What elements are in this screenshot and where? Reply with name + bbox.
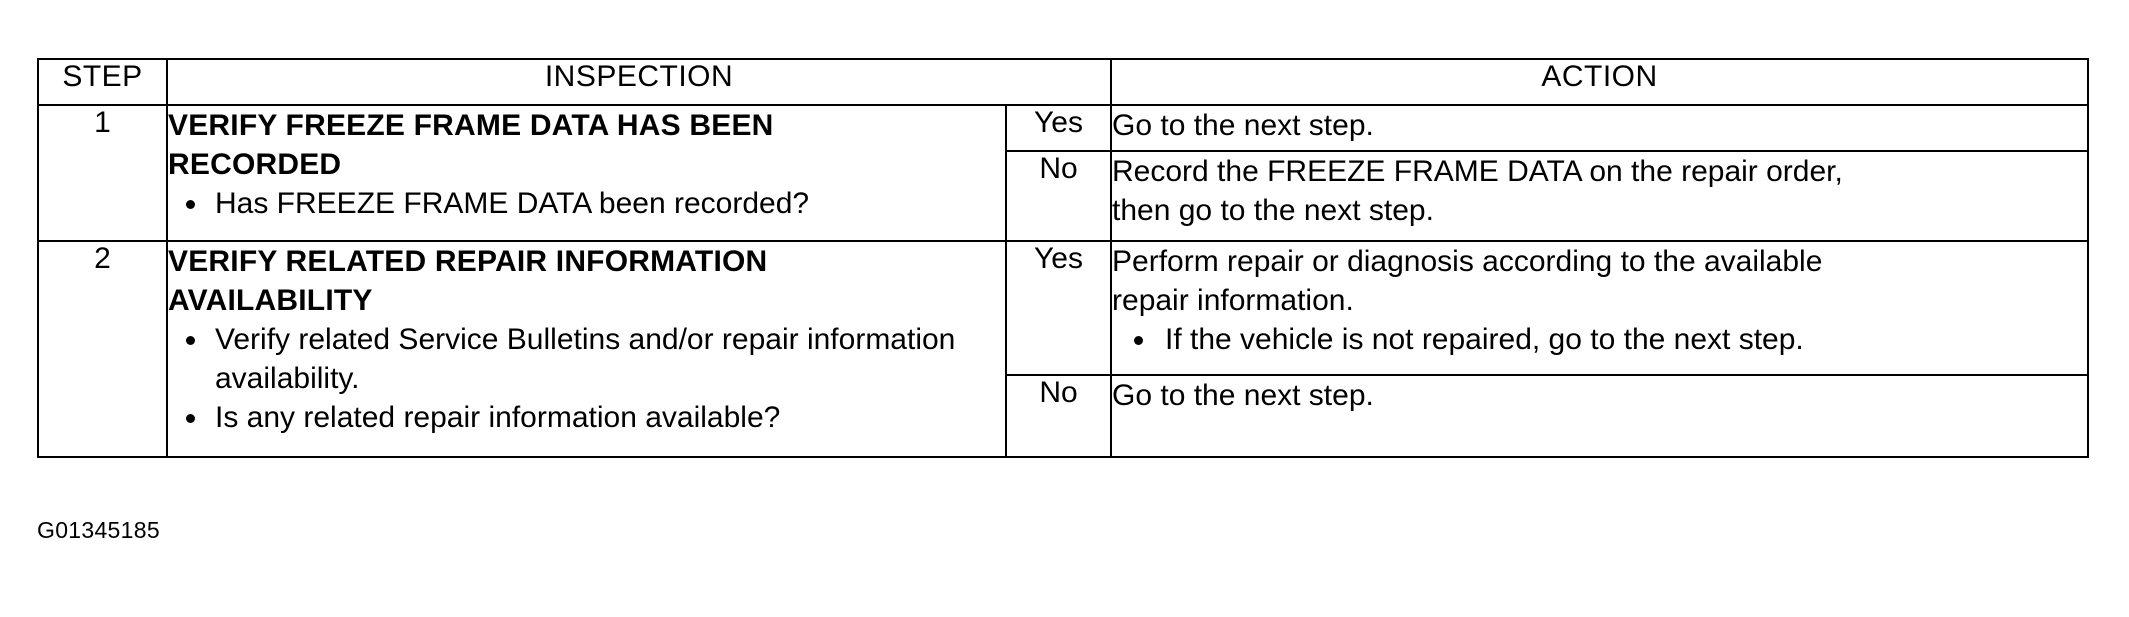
list-item: If the vehicle is not repaired, go to th…: [1112, 320, 2087, 359]
branch-answer-1-no: No: [1004, 150, 1113, 242]
branch-answer-2-yes: Yes: [1004, 240, 1113, 376]
diagnostic-procedure-table: STEP INSPECTION ACTION 1 VERIFY FREEZE F…: [37, 58, 2090, 458]
action-bullets-2-yes: If the vehicle is not repaired, go to th…: [1112, 320, 2087, 359]
inspection-title-1: VERIFY FREEZE FRAME DATA HAS BEEN RECORD…: [168, 109, 774, 181]
table-row: No Go to the next step.: [38, 374, 2090, 458]
branch-answer-1-yes: Yes: [1004, 104, 1113, 152]
inspection-bullets-2: Verify related Service Bulletins and/or …: [168, 320, 1005, 437]
list-item: Is any related repair information availa…: [168, 398, 1005, 437]
inspection-title-2: VERIFY RELATED REPAIR INFORMATION AVAILA…: [168, 245, 768, 317]
step-number-2: 2: [37, 240, 168, 458]
table-row: 1 VERIFY FREEZE FRAME DATA HAS BEEN RECO…: [37, 104, 2090, 242]
branch-answer-2-no: No: [1004, 374, 1113, 458]
step-number-1: 1: [37, 104, 168, 242]
table-row: 2 VERIFY RELATED REPAIR INFORMATION AVAI…: [37, 240, 2090, 458]
figure-id-caption: G01345185: [37, 517, 160, 543]
inspection-bullets-1: Has FREEZE FRAME DATA been recorded?: [168, 184, 1005, 223]
action-cell-2-yes: Perform repair or diagnosis according to…: [1110, 240, 2090, 376]
action-cell-1-no: Record the FREEZE FRAME DATA on the repa…: [1110, 150, 2090, 242]
action-cell-1-yes: Go to the next step.: [1110, 104, 2090, 152]
inspection-cell-1: VERIFY FREEZE FRAME DATA HAS BEEN RECORD…: [166, 104, 1007, 242]
column-header-step: STEP: [37, 58, 168, 106]
list-item: Verify related Service Bulletins and/or …: [168, 320, 1005, 398]
table-row: No Record the FREEZE FRAME DATA on the r…: [38, 150, 2090, 242]
column-header-inspection: INSPECTION: [165, 58, 1113, 106]
table-header-row: STEP INSPECTION ACTION: [37, 58, 2090, 106]
action-cell-2-no: Go to the next step.: [1110, 374, 2090, 458]
column-header-action: ACTION: [1110, 58, 2090, 106]
inspection-cell-2: VERIFY RELATED REPAIR INFORMATION AVAILA…: [166, 240, 1007, 458]
list-item: Has FREEZE FRAME DATA been recorded?: [168, 184, 1005, 223]
